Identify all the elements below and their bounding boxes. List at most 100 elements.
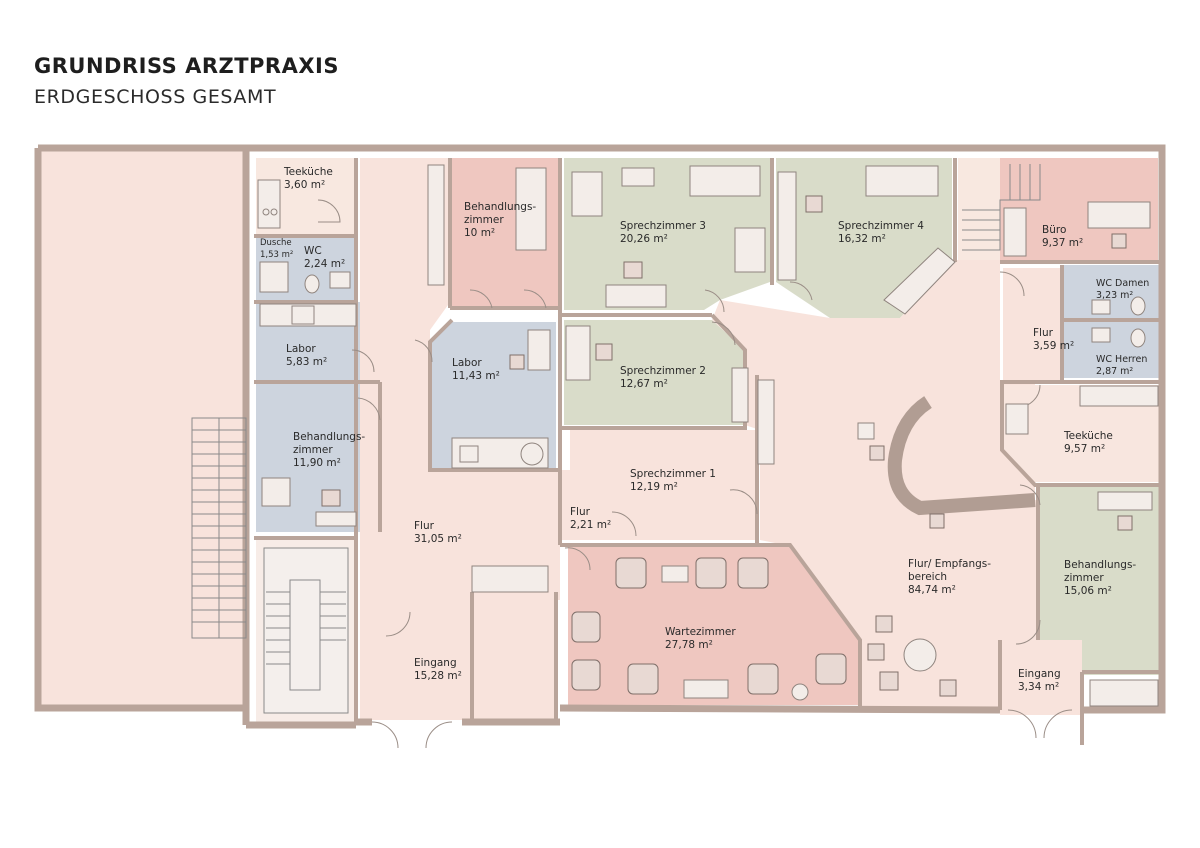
door-behandl1: [357, 397, 381, 421]
shower-tray: [259, 261, 289, 293]
chair-behandl1: [321, 489, 341, 507]
room-name2-empfang: bereich: [908, 571, 947, 583]
room-area-flur-2: 2,21 m²: [570, 519, 611, 531]
door-sz2: [711, 321, 736, 346]
wc-herren-fill: [1062, 322, 1160, 378]
room-area-behandlung-1: 11,90 m²: [293, 457, 341, 469]
cabinet-flur: [427, 164, 445, 286]
room-fills: [38, 148, 1160, 725]
room-area-labor-2: 11,43 m²: [452, 370, 500, 382]
chair-sz3: [623, 261, 643, 279]
room-name-wc-herren: WC Herren: [1096, 354, 1147, 365]
door-eingang2: [1015, 619, 1041, 645]
room-name-wartezimmer: Wartezimmer: [665, 626, 736, 638]
room-name2-behandlung-3: zimmer: [1064, 572, 1104, 584]
plan-subtitle: ERDGESCHOSS GESAMT: [34, 86, 277, 108]
desk-buero: [1087, 201, 1151, 229]
door-tk1: [317, 199, 341, 223]
room-name-flur-3: Flur: [1033, 327, 1054, 339]
sz3-trolley: [571, 171, 603, 217]
room-name-sprech-3: Sprechzimmer 3: [620, 220, 706, 232]
armchair-7: [747, 663, 779, 695]
door-flur1: [385, 611, 411, 637]
armchair-4: [571, 611, 601, 643]
flur-1-fill: [360, 158, 755, 720]
room-name-behandlung-1: Behandlungs-: [293, 431, 365, 443]
door-labor1: [351, 349, 375, 373]
toilet-1: [304, 274, 320, 294]
door-beh2: [469, 289, 493, 309]
door-sz4: [789, 281, 813, 301]
room-name-wc: WC: [304, 245, 322, 257]
labor-2-fill: [432, 322, 556, 470]
behandlung-1-fill: [256, 382, 380, 532]
room-name-buero: Büro: [1042, 224, 1066, 236]
room-name-sprech-4: Sprechzimmer 4: [838, 220, 924, 232]
room-area-labor-1: 5,83 m²: [286, 356, 327, 368]
room-area-teekueche-1: 3,60 m²: [284, 179, 325, 191]
desk-sz3: [605, 284, 667, 308]
wall-labor2: [428, 318, 560, 472]
room-area-wc: 2,24 m²: [304, 258, 345, 270]
armchair-3: [737, 557, 769, 589]
kitchen-counter-2: [1079, 385, 1159, 407]
desk-sz2: [565, 325, 591, 381]
door-buero: [999, 271, 1025, 297]
door-beh2b: [523, 289, 547, 309]
wall-tk2: [1000, 380, 1160, 487]
sz4-counter: [883, 247, 956, 315]
sz4-cabinet: [777, 171, 797, 281]
room-name-eingang-1: Eingang: [414, 657, 457, 669]
room-area-sprech-3: 20,26 m²: [620, 233, 668, 245]
room-name-teekueche-2: Teeküche: [1063, 430, 1113, 442]
room-name-empfang: Flur/ Empfangs-: [908, 558, 991, 570]
room-name-behandlung-3: Behandlungs-: [1064, 559, 1136, 571]
sink-1: [329, 271, 351, 289]
kitchen-counter-1: [257, 179, 281, 229]
eingang-2-fill: [1000, 640, 1082, 715]
plan-title: GRUNDRISS ARZTPRAXIS: [34, 54, 339, 78]
stair-left: [191, 417, 247, 639]
room-name-behandlung-2: Behandlungs-: [464, 201, 536, 213]
room-area-flur-3: 3,59 m²: [1033, 340, 1074, 352]
room-area-eingang-2: 3,34 m²: [1018, 681, 1059, 693]
reception-desk: [887, 396, 1036, 516]
room-name2-behandlung-2: zimmer: [464, 214, 504, 226]
wall-warte: [560, 543, 862, 710]
armchair-1: [615, 557, 647, 589]
door-sz3: [704, 289, 725, 313]
room-area-sprech-2: 12,67 m²: [620, 378, 668, 390]
flur-3-fill: [1003, 268, 1061, 380]
room-area-wc-damen: 3,23 m²: [1096, 290, 1133, 301]
room-name-labor-2: Labor: [452, 357, 482, 369]
room-name-wc-damen: WC Damen: [1096, 278, 1149, 289]
treatment-sink-1: [261, 477, 291, 507]
entrance-cabinet-1: [471, 565, 549, 593]
door-labor2: [414, 339, 433, 363]
room-area-eingang-1: 15,28 m²: [414, 670, 462, 682]
teekueche-2-fill: [1003, 385, 1160, 482]
labor2-cabinet: [527, 329, 551, 371]
stair-top-right: [962, 164, 1041, 251]
doors: [317, 199, 1073, 749]
room-area-behandlung-2: 10 m²: [464, 227, 495, 239]
furniture: [257, 164, 1159, 707]
door-warte: [564, 547, 591, 571]
door-sz1: [729, 489, 758, 515]
armchair-8: [815, 653, 847, 685]
exam-bed-4: [865, 165, 939, 197]
room-name-eingang-2: Eingang: [1018, 668, 1061, 680]
room-name-flur-2: Flur: [570, 506, 591, 518]
stair-core-outline: [263, 547, 349, 714]
door-beh3: [1019, 484, 1041, 506]
stair-core: [263, 547, 349, 714]
outer-wall-top-right: [38, 144, 1166, 714]
exam-bed-3: [689, 165, 761, 197]
empfang-fill: [712, 260, 1040, 712]
room-area-wc-herren: 2,87 m²: [1096, 366, 1133, 377]
room-area-sprech-4: 16,32 m²: [838, 233, 886, 245]
room-name-labor-1: Labor: [286, 343, 316, 355]
room-area-dusche: 1,53 m²: [260, 250, 293, 260]
room-name-teekueche-1: Teeküche: [283, 166, 333, 178]
